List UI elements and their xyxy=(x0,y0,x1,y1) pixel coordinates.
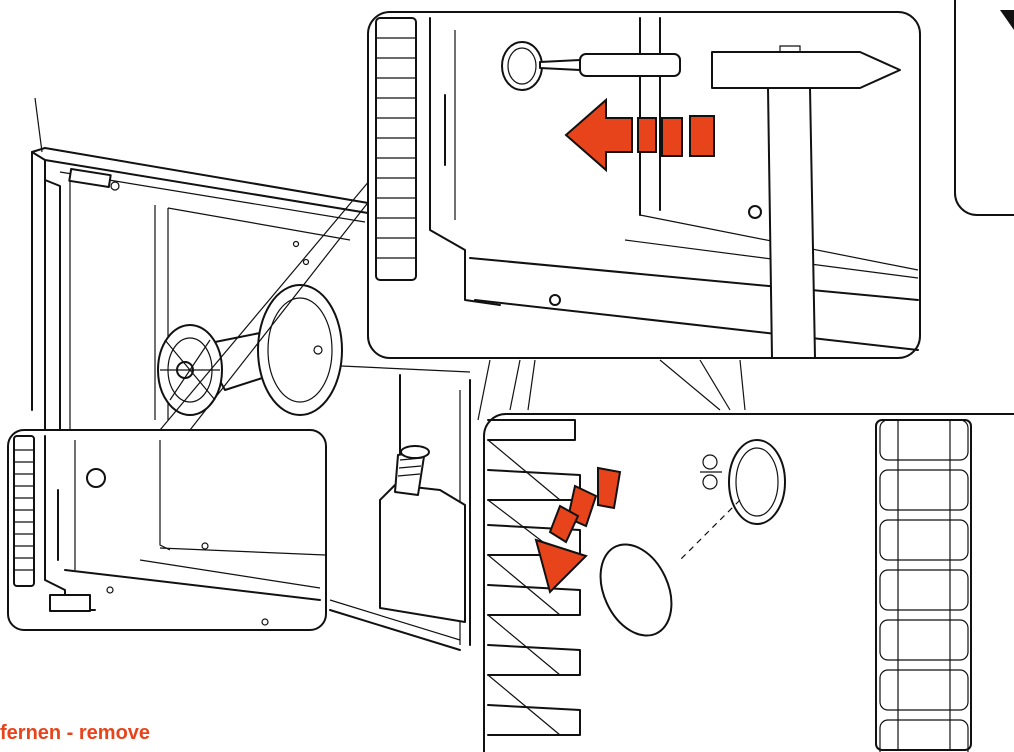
arrow-left-icon xyxy=(564,97,715,173)
ground-symbol-icon xyxy=(700,454,722,490)
detail-inset-bottom xyxy=(483,413,1014,752)
open-hole xyxy=(728,439,786,525)
rib-column-left xyxy=(13,435,35,587)
caption-label: fernen - remove xyxy=(0,722,151,744)
detail-inset-left xyxy=(7,429,327,631)
knockout-disc-icon xyxy=(599,543,673,637)
hammer-icon xyxy=(711,45,901,359)
grille-right xyxy=(875,419,972,752)
housing-drawing xyxy=(31,97,746,651)
arrow-down-left-icon xyxy=(534,466,622,594)
detail-inset-top xyxy=(367,11,921,359)
knockout-hole xyxy=(86,468,106,488)
punch-icon xyxy=(539,53,681,77)
detail-inset-corner xyxy=(954,0,1014,216)
fan-motor xyxy=(157,284,343,416)
grille-left xyxy=(487,419,581,736)
capacitor-component xyxy=(379,445,466,623)
rib-column-top xyxy=(375,17,417,281)
